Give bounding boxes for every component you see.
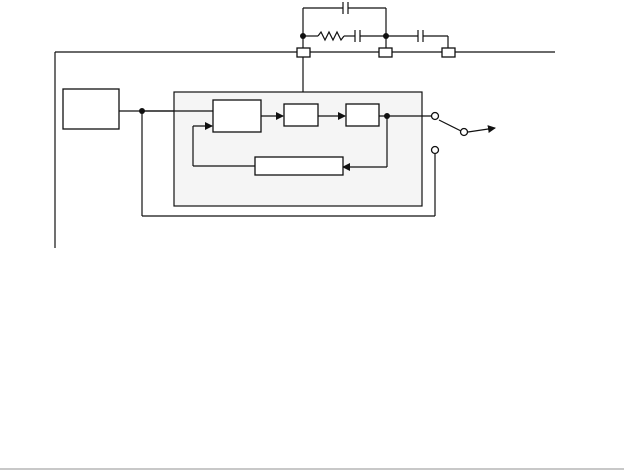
switch-contact-bottom — [430, 145, 440, 155]
switch-contact-top — [430, 111, 440, 121]
switch-pivot — [459, 127, 469, 137]
bottom-divider — [0, 468, 624, 470]
top-capacitor-loop — [302, 2, 387, 36]
terminal-1 — [296, 47, 311, 58]
terminal-2 — [378, 47, 393, 58]
switch — [430, 111, 496, 155]
input-block — [212, 99, 262, 133]
right-block — [345, 103, 380, 127]
middle-block — [283, 103, 319, 127]
terminal-3 — [441, 47, 456, 58]
feedback-block — [254, 156, 344, 176]
resistor-capacitor-row — [303, 30, 449, 48]
output-arrow — [467, 125, 496, 133]
resistor — [317, 30, 345, 42]
source-block — [62, 88, 120, 130]
